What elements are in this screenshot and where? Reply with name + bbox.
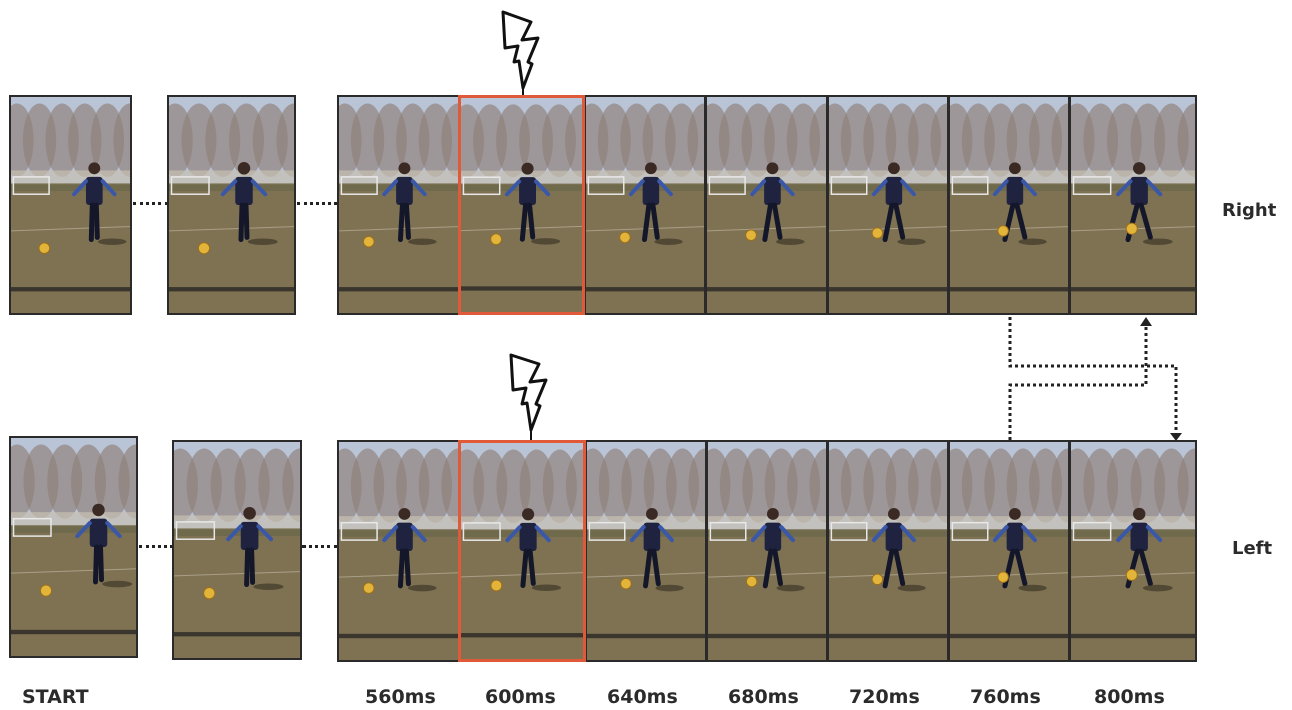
video-frame-left-800ms xyxy=(1069,440,1197,662)
arrowhead-up-icon xyxy=(1140,317,1152,326)
frame-scene xyxy=(829,442,947,660)
frame-scene xyxy=(461,443,583,659)
time-label-start: START xyxy=(22,686,89,708)
time-label-560ms: 560ms xyxy=(365,686,436,708)
dotted-connector xyxy=(302,545,338,548)
lightning-icon xyxy=(501,10,540,96)
video-frame-right-800ms xyxy=(1069,95,1197,315)
video-frame-left-600ms-highlighted xyxy=(458,440,586,662)
video-frame-right-760ms xyxy=(948,95,1070,315)
time-label-800ms: 800ms xyxy=(1094,686,1165,708)
video-frame-left-680ms xyxy=(706,440,828,662)
video-frame-left-start xyxy=(9,436,138,658)
frame-scene xyxy=(174,442,300,658)
frame-scene xyxy=(950,97,1068,313)
arrowhead-down-icon xyxy=(1170,433,1182,441)
video-frame-left-560ms xyxy=(337,440,460,662)
frame-scene xyxy=(829,97,947,313)
time-label-720ms: 720ms xyxy=(849,686,920,708)
swap-arrow-connector xyxy=(1008,317,1178,440)
frame-scene xyxy=(339,97,458,313)
video-frame-right-600ms-highlighted xyxy=(458,95,585,315)
video-frame-right-640ms xyxy=(584,95,706,315)
time-label-760ms: 760ms xyxy=(970,686,1041,708)
video-frame-right-start xyxy=(9,95,132,315)
frame-scene xyxy=(586,97,704,313)
frame-scene xyxy=(461,98,582,312)
dotted-connector xyxy=(297,202,337,205)
video-frame-left-760ms xyxy=(948,440,1070,662)
frame-scene xyxy=(1071,97,1195,313)
time-label-640ms: 640ms xyxy=(607,686,678,708)
time-label-600ms: 600ms xyxy=(485,686,556,708)
dotted-connector xyxy=(139,545,173,548)
video-frame-left-mid xyxy=(172,440,302,660)
video-frame-left-720ms xyxy=(827,440,949,662)
frame-scene xyxy=(708,442,826,660)
frame-scene xyxy=(11,97,130,313)
video-frame-right-mid xyxy=(167,95,296,315)
video-frame-right-720ms xyxy=(827,95,949,315)
frame-scene xyxy=(339,442,458,660)
time-label-680ms: 680ms xyxy=(728,686,799,708)
video-frame-left-640ms xyxy=(585,440,707,662)
frame-scene xyxy=(950,442,1068,660)
frame-scene xyxy=(587,442,705,660)
row-label-right: Right xyxy=(1222,200,1277,221)
dotted-connector xyxy=(133,202,168,205)
frame-scene xyxy=(707,97,826,313)
frame-scene xyxy=(169,97,294,313)
row-label-left: Left xyxy=(1232,538,1273,559)
frame-scene xyxy=(1071,442,1195,660)
lightning-icon xyxy=(509,353,548,440)
video-frame-right-560ms xyxy=(337,95,460,315)
video-frame-right-680ms xyxy=(705,95,828,315)
frame-scene xyxy=(11,438,136,656)
